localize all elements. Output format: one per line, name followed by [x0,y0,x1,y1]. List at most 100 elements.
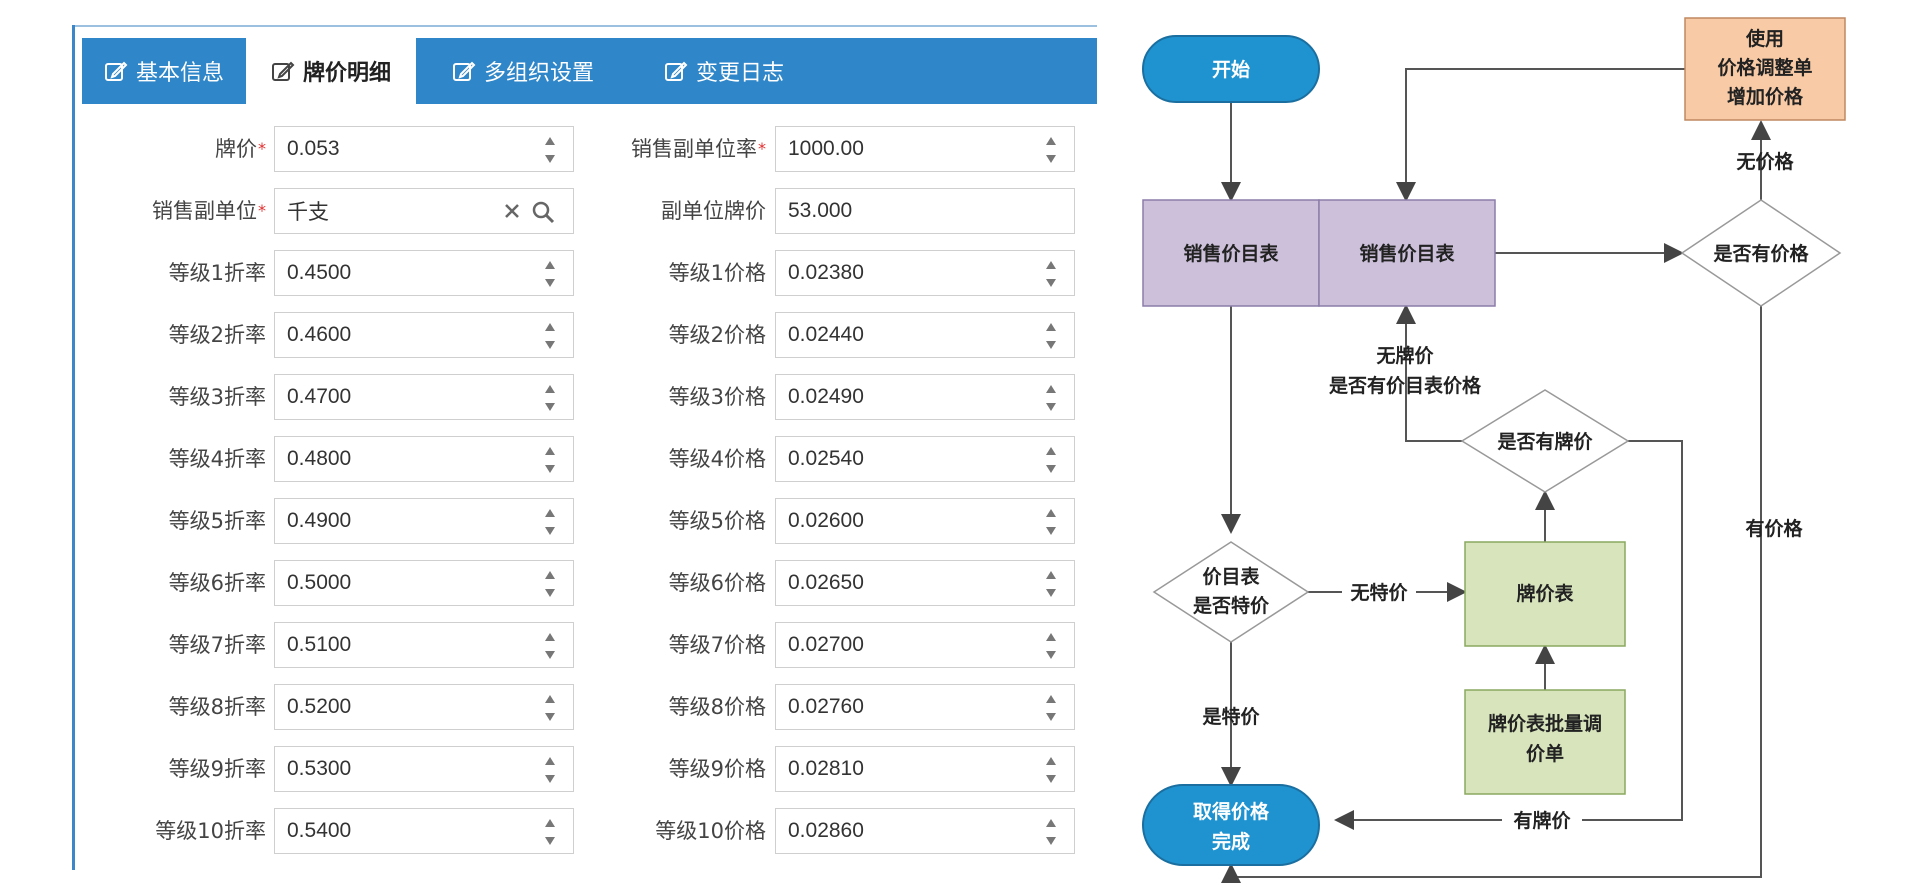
grade-rate-label: 等级6折率 [168,571,266,595]
sales-price-list-label-1: 销售价目表 [1183,242,1279,265]
grade-price-input[interactable] [776,685,1028,729]
close-icon[interactable] [501,200,523,222]
grade-rate-input[interactable] [275,747,527,791]
grade-price-input[interactable] [776,623,1028,667]
grade-rate-field[interactable] [274,498,574,544]
list-price-input[interactable] [275,127,527,171]
price-adjust-node [1684,17,1846,121]
grade-price-field[interactable] [775,622,1075,668]
tab-bar: 基本信息 牌价明细 多组织设置 变更日志 [82,38,1097,104]
grade-rate-input[interactable] [275,623,527,667]
has-price-decision-label: 是否有价格 [1713,242,1809,265]
tab-change-log[interactable]: 变更日志 [664,38,814,104]
spinner-arrows-icon[interactable] [543,383,557,413]
grade-rate-field[interactable] [274,746,574,792]
grade-rate-input[interactable] [275,685,527,729]
spinner-arrows-icon[interactable] [1044,569,1058,599]
sub-unit-rate-input[interactable] [776,127,1028,171]
spinner-arrows-icon[interactable] [1044,259,1058,289]
grade-rate-input[interactable] [275,251,527,295]
spinner-arrows-icon[interactable] [543,135,557,165]
batch-adjust-line1: 牌价表批量调 [1488,712,1602,735]
spinner-arrows-icon[interactable] [543,507,557,537]
grade-price-field[interactable] [775,436,1075,482]
grade-price-label: 等级3价格 [668,385,766,409]
spinner-arrows-icon[interactable] [543,755,557,785]
check-price-list-label: 是否有价目表价格 [1329,374,1482,397]
grade-rate-field[interactable] [274,436,574,482]
spinner-arrows-icon[interactable] [1044,135,1058,165]
grade-rate-input[interactable] [275,375,527,419]
grade-price-input[interactable] [776,499,1028,543]
grade-rate-input[interactable] [275,561,527,605]
grade-rate-label: 等级1折率 [168,261,266,285]
grade-price-input[interactable] [776,437,1028,481]
has-price-decision-node [1680,199,1842,307]
spinner-arrows-icon[interactable] [1044,693,1058,723]
spinner-arrows-icon[interactable] [1044,507,1058,537]
arrow-has-price-to-done [1221,306,1762,883]
grade-rate-field[interactable] [274,808,574,854]
grade-rate-input[interactable] [275,313,527,357]
search-icon[interactable] [531,200,555,224]
tab-label: 多组织设置 [484,61,595,86]
spinner-arrows-icon[interactable] [543,321,557,351]
sub-unit-field[interactable] [274,188,574,234]
grade-price-input[interactable] [776,251,1028,295]
grade-rate-input[interactable] [275,499,527,543]
grade-price-field[interactable] [775,746,1075,792]
grade-price-field[interactable] [775,250,1075,296]
grade-price-field[interactable] [775,684,1075,730]
tab-multi-org-settings[interactable]: 多组织设置 [452,38,622,104]
spinner-arrows-icon[interactable] [543,693,557,723]
grade-rate-field[interactable] [274,374,574,420]
grade-rate-label: 等级4折率 [168,447,266,471]
grade-rate-label: 等级5折率 [168,509,266,533]
spinner-arrows-icon[interactable] [543,259,557,289]
sub-unit-price-field[interactable] [775,188,1075,234]
panel-left-border [72,25,75,870]
spinner-arrows-icon[interactable] [1044,383,1058,413]
grade-rate-field[interactable] [274,684,574,730]
grade-price-input[interactable] [776,375,1028,419]
sub-unit-price-input[interactable] [776,189,1028,233]
sales-price-list-node-1 [1142,199,1320,307]
grade-rate-field[interactable] [274,560,574,606]
tab-label: 基本信息 [135,61,224,86]
grade-price-field[interactable] [775,808,1075,854]
grade-price-field[interactable] [775,312,1075,358]
spinner-arrows-icon[interactable] [543,445,557,475]
spinner-arrows-icon[interactable] [1044,817,1058,847]
list-price-field[interactable] [274,126,574,172]
sub-unit-label: 销售副单位* [152,199,266,223]
spinner-arrows-icon[interactable] [543,817,557,847]
price-detail-form-panel: 基本信息 牌价明细 多组织设置 变更日志 牌价* 销售副单位率* [72,25,1097,870]
grade-rate-field[interactable] [274,250,574,296]
grade-rate-field[interactable] [274,312,574,358]
spinner-arrows-icon[interactable] [1044,321,1058,351]
sub-unit-input[interactable] [275,189,527,233]
grade-price-input[interactable] [776,747,1028,791]
sub-unit-rate-field[interactable] [775,126,1075,172]
grade-rate-input[interactable] [275,437,527,481]
grade-price-field[interactable] [775,498,1075,544]
spinner-arrows-icon[interactable] [543,569,557,599]
price-adjust-line3: 增加价格 [1727,85,1804,108]
grade-price-input[interactable] [776,561,1028,605]
spinner-arrows-icon[interactable] [1044,755,1058,785]
tab-list-price-detail[interactable]: 牌价明细 [246,38,416,104]
grade-price-label: 等级10价格 [655,819,766,843]
grade-rate-field[interactable] [274,622,574,668]
tab-basic-info[interactable]: 基本信息 [82,38,246,104]
spinner-arrows-icon[interactable] [543,631,557,661]
spinner-arrows-icon[interactable] [1044,631,1058,661]
grade-price-field[interactable] [775,374,1075,420]
grade-rate-input[interactable] [275,809,527,853]
grade-price-input[interactable] [776,809,1028,853]
spinner-arrows-icon[interactable] [1044,445,1058,475]
grade-price-label: 等级7价格 [668,633,766,657]
grade-price-field[interactable] [775,560,1075,606]
grade-rate-label: 等级3折率 [168,385,266,409]
price-adjust-line1: 使用 [1745,28,1784,50]
grade-price-input[interactable] [776,313,1028,357]
